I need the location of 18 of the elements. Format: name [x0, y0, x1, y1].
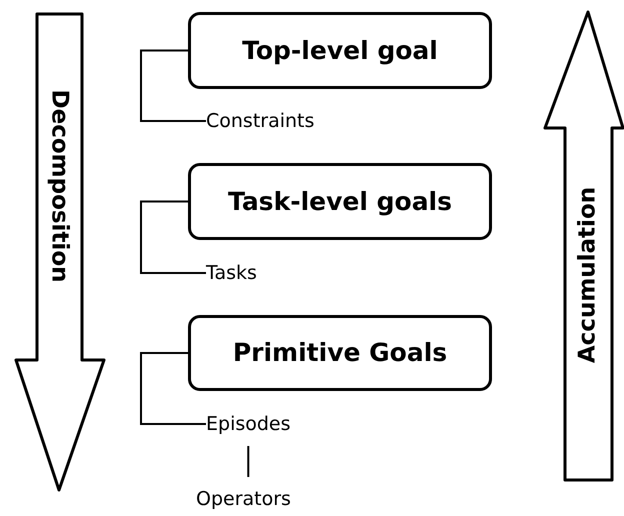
level-label: Constraints: [206, 109, 314, 133]
goal-box: [188, 315, 492, 391]
goal-title: Task-level goals: [228, 186, 452, 218]
connector-line: [140, 50, 206, 122]
level-label: Tasks: [206, 261, 257, 285]
arrow-label: Decomposition: [48, 90, 70, 282]
connector-line: [140, 200, 206, 274]
block-arrow: [543, 10, 624, 482]
connector-line: [247, 446, 250, 477]
level-label: Operators: [196, 487, 291, 511]
arrow-label: Accumulation: [576, 186, 600, 364]
goal-box: [188, 12, 492, 89]
goal-title: Top-level goal: [242, 34, 438, 67]
connector-line: [140, 352, 206, 425]
block-arrow: [14, 12, 106, 492]
goal-box: [188, 163, 492, 240]
goal-title: Primitive Goals: [232, 337, 448, 370]
level-label: Episodes: [206, 412, 291, 436]
